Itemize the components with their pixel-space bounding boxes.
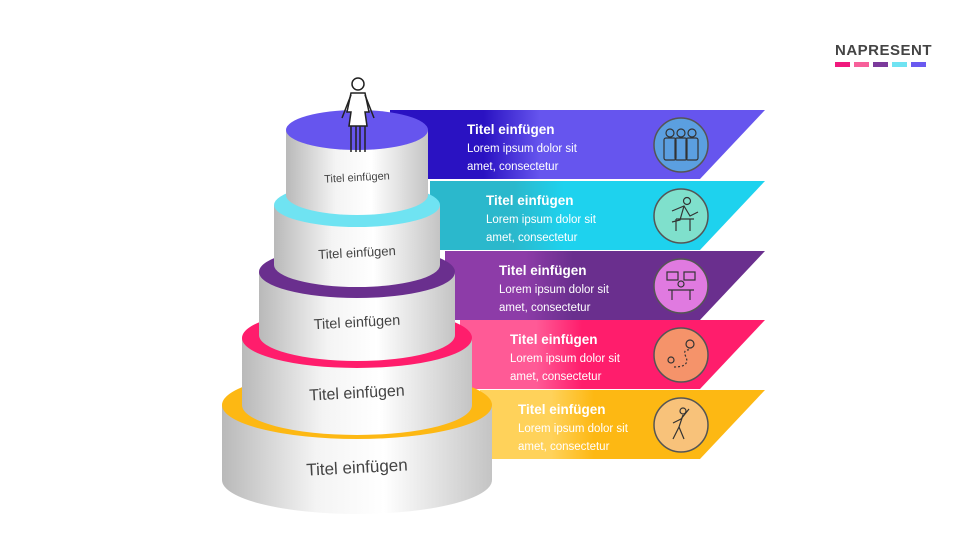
logo-swatch bbox=[911, 62, 926, 67]
band-title: Titel einfügen bbox=[499, 263, 587, 278]
team-icon bbox=[653, 117, 709, 173]
band-line: amet, consectetur bbox=[486, 232, 578, 244]
band-title: Titel einfügen bbox=[486, 193, 574, 208]
band-title: Titel einfügen bbox=[518, 402, 606, 417]
tier-body bbox=[274, 205, 440, 287]
logo-swatch bbox=[854, 62, 869, 67]
tier-top bbox=[286, 110, 428, 150]
route-icon bbox=[653, 327, 709, 383]
band-line: amet, consectetur bbox=[510, 371, 602, 383]
band-line: Lorem ipsum dolor sit bbox=[486, 214, 596, 226]
band-line: Lorem ipsum dolor sit bbox=[499, 284, 609, 296]
band-title: Titel einfügen bbox=[467, 122, 555, 137]
woman-icon bbox=[341, 77, 375, 152]
tier-body bbox=[286, 130, 428, 215]
band-line: amet, consectetur bbox=[499, 302, 591, 314]
band-line: Lorem ipsum dolor sit bbox=[510, 353, 620, 365]
band-line: Lorem ipsum dolor sit bbox=[518, 423, 628, 435]
band-title: Titel einfügen bbox=[510, 332, 598, 347]
logo: NAPRESENT bbox=[835, 42, 933, 59]
band-line: amet, consectetur bbox=[518, 441, 610, 453]
climber-icon bbox=[653, 397, 709, 453]
band-line: amet, consectetur bbox=[467, 161, 559, 173]
logo-swatch bbox=[835, 62, 850, 67]
logo-swatch bbox=[892, 62, 907, 67]
band-line: Lorem ipsum dolor sit bbox=[467, 143, 577, 155]
logo-swatch bbox=[873, 62, 888, 67]
